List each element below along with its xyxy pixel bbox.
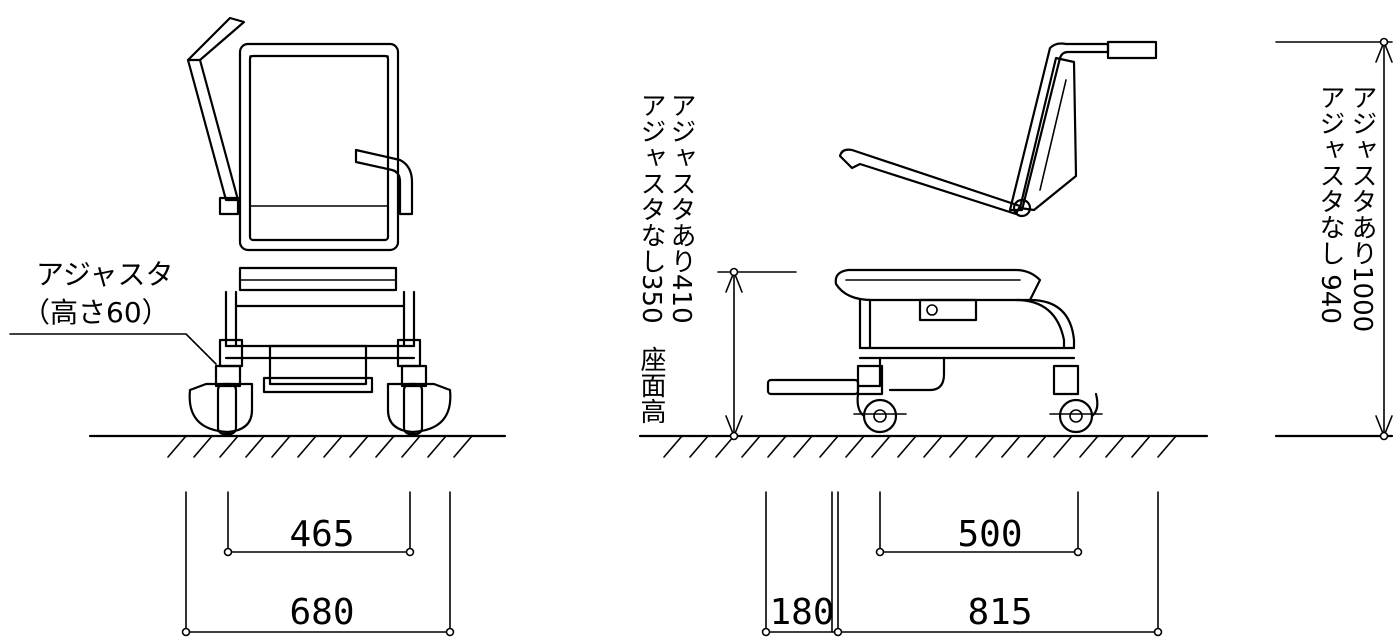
seat-height-dimension: 座面高 アジャスタなし350 アジャスタあり410 [636, 92, 797, 441]
front-inner-width: 465 [289, 514, 354, 555]
total-height-with-adjuster: アジャスタあり1000 [1347, 84, 1377, 332]
ground-line-front [88, 434, 507, 458]
chair-side-view [766, 40, 1158, 434]
side-outer-length: 815 [967, 592, 1032, 633]
front-outer-width: 680 [289, 592, 354, 633]
side-length-dimensions: 500 180 815 [761, 491, 1163, 637]
total-height-without-adjuster: アジャスタなし 940 [1315, 84, 1345, 324]
seat-height-label: 座面高 [636, 346, 666, 424]
seat-height-with-adjuster: アジャスタあり410 [666, 92, 696, 324]
total-height-dimension: アジャスタなし 940 アジャスタあり1000 [1275, 37, 1393, 441]
side-footrest-length: 180 [769, 592, 834, 633]
side-inner-length: 500 [957, 514, 1022, 555]
adjuster-callout: アジャスタ （高さ60） [9, 258, 217, 365]
front-width-dimensions: 465 680 [181, 491, 455, 637]
chair-front-view [186, 16, 452, 436]
adjuster-title-label: アジャスタ [36, 258, 173, 291]
seat-height-without-adjuster: アジャスタなし350 [636, 92, 666, 324]
ground-line-side [638, 434, 1209, 458]
adjuster-height-label: （高さ60） [22, 296, 170, 329]
